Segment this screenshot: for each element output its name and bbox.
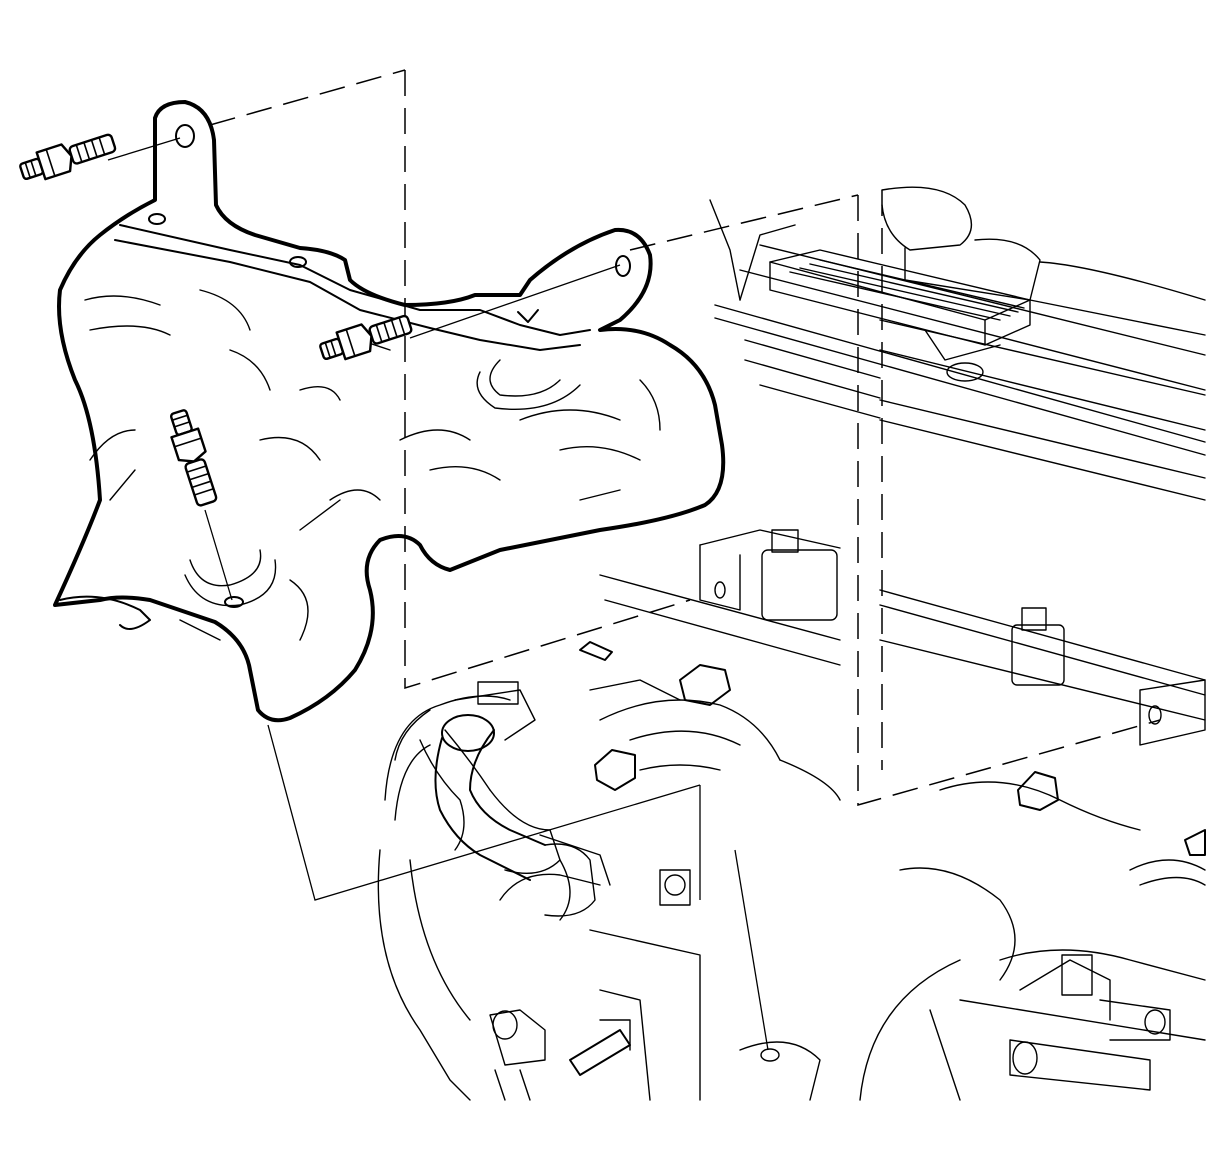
- heat-shield-outline: [53, 100, 726, 723]
- leader-vertical-stud: [204, 509, 233, 601]
- heat-shield-left-hole: [148, 213, 166, 225]
- engine-background: [377, 186, 1206, 1101]
- sensor-studs: [579, 641, 1206, 906]
- leader-upper-stud: [107, 137, 181, 161]
- stud-vertical: [169, 409, 218, 507]
- heat-shield-bottom-hole: [224, 596, 244, 608]
- heat-shield-mid-hole: [289, 256, 307, 268]
- lower-bracket: [489, 1009, 631, 1101]
- heat-shield-top-hole: [175, 124, 195, 148]
- exploded-view-frames: [209, 69, 1161, 901]
- frame-top-right-diagonal: [629, 194, 859, 251]
- ignition-module: [769, 249, 1031, 346]
- heat-shield-right-hole: [615, 255, 631, 277]
- fuel-rail: [599, 529, 1206, 746]
- stud-middle: [319, 314, 413, 361]
- valve-cover: [709, 186, 1206, 501]
- stud-upper-left: [19, 133, 117, 181]
- frame-upper-left: [404, 70, 691, 690]
- frame-upper-right: [857, 195, 1161, 806]
- coolant-hose: [394, 681, 601, 917]
- leader-middle-stud: [409, 264, 621, 339]
- heat-shield-contours: [84, 289, 661, 641]
- exhaust-heat-shield: [53, 100, 726, 723]
- leader-lower-hole: [734, 849, 769, 1051]
- frame-lower: [267, 724, 701, 901]
- frame-top-diagonal: [209, 69, 406, 126]
